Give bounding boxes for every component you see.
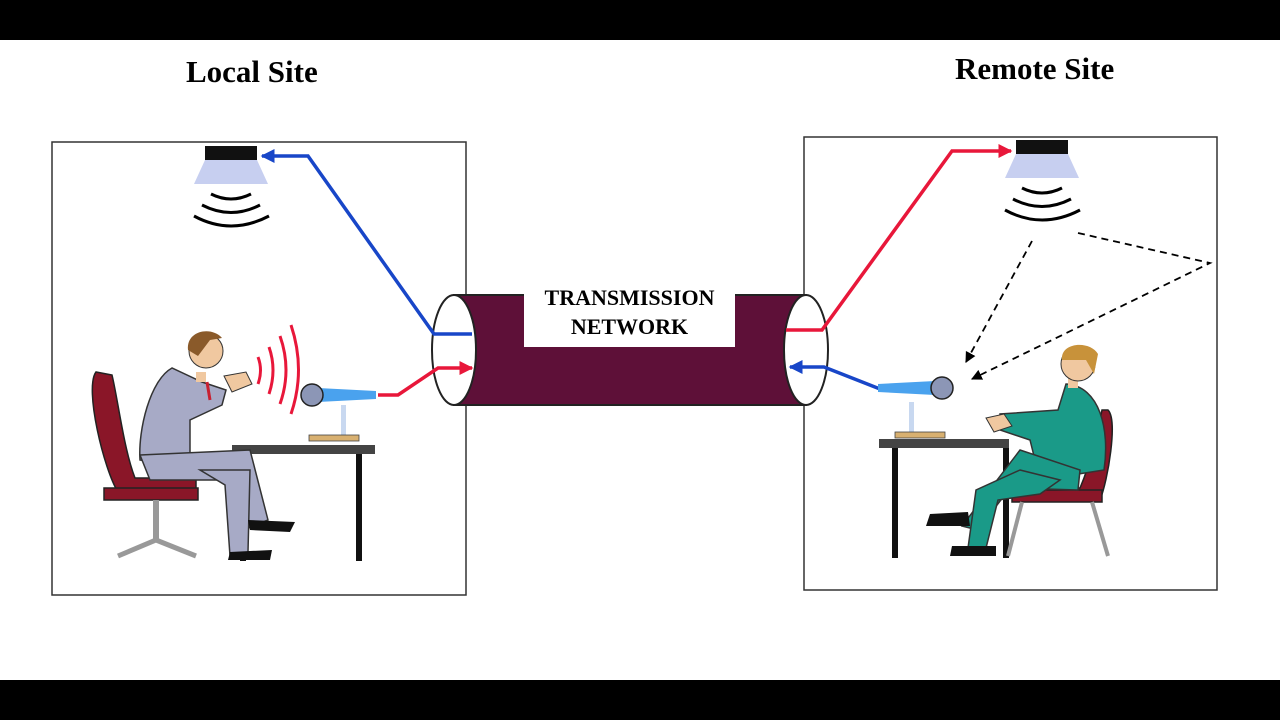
letterbox-bottom: [0, 680, 1280, 720]
remote-outgoing-signal-line: [788, 360, 881, 391]
remote-site-title: Remote Site: [955, 51, 1115, 86]
network-label-line-2: NETWORK: [570, 313, 689, 339]
remote-speaker-icon: [1005, 140, 1079, 178]
network-label-line-1: TRANSMISSION: [544, 284, 715, 310]
local-site-title: Local Site: [186, 54, 318, 89]
remote-person-icon: [926, 344, 1107, 556]
local-person-icon: [138, 331, 295, 560]
remote-room-box: [803, 136, 1218, 591]
local-speaker-icon: [194, 146, 268, 184]
local-sound-wave-icon: [193, 192, 270, 228]
local-outgoing-signal-line: [378, 361, 474, 397]
transmission-pipe: [431, 294, 829, 406]
local-microphone-icon: [300, 383, 376, 442]
local-incoming-signal-line: [260, 149, 472, 336]
remote-sound-wave-icon: [1004, 186, 1081, 222]
local-voice-wave-icon: [256, 324, 300, 415]
remote-microphone-icon: [878, 376, 954, 439]
echo-arrow-icon: [965, 232, 1213, 380]
remote-desk-icon: [879, 439, 1009, 558]
letterbox-top: [0, 0, 1280, 40]
transmission-network-label: TRANSMISSION NETWORK: [524, 276, 735, 347]
local-chair-icon: [91, 371, 199, 559]
remote-incoming-signal-line: [786, 144, 1013, 332]
